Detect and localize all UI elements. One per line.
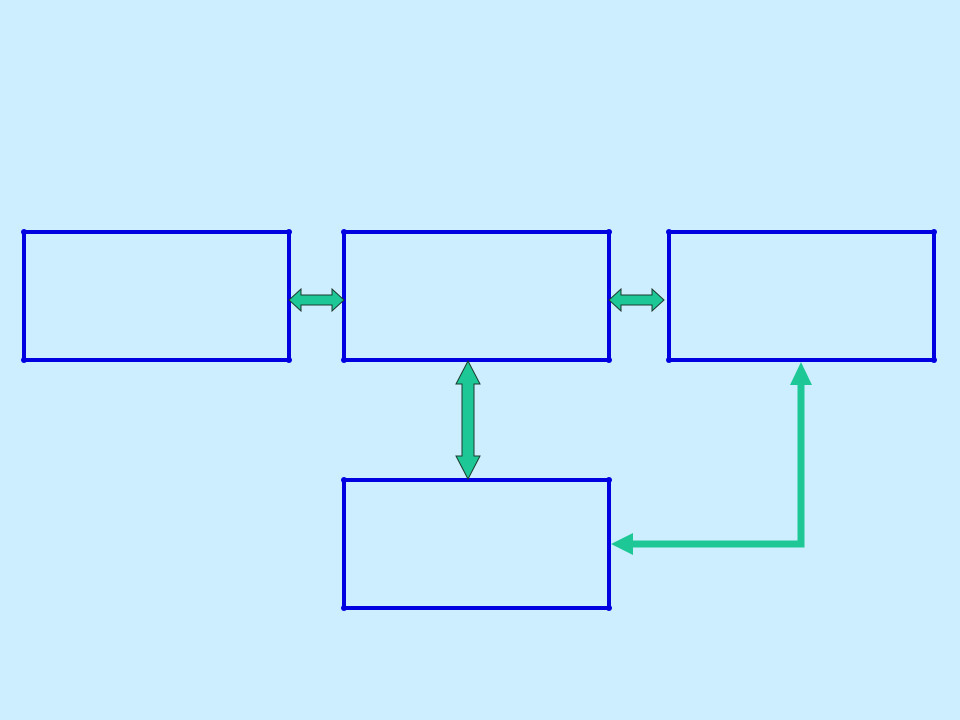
corner-top-left-handle <box>341 229 347 235</box>
box-left[interactable] <box>21 229 292 363</box>
corner-bottom-left-handle <box>666 357 672 363</box>
box-right[interactable] <box>666 229 937 363</box>
corner-bottom-left-handle <box>341 605 347 611</box>
corner-bottom-left-handle <box>21 357 27 363</box>
elbow-connector-bottom-right[interactable] <box>611 362 812 555</box>
corner-top-left-handle <box>21 229 27 235</box>
corner-top-right-handle <box>931 229 937 235</box>
corner-bottom-left-handle <box>341 357 347 363</box>
box-center-corner-handles <box>341 229 612 363</box>
corner-top-left-handle <box>666 229 672 235</box>
corner-bottom-right-handle <box>606 357 612 363</box>
double-arrow-center-right[interactable] <box>608 287 665 313</box>
double-arrow-left-center[interactable] <box>288 287 345 313</box>
corner-bottom-right-handle <box>286 357 292 363</box>
corner-bottom-right-handle <box>606 605 612 611</box>
corner-bottom-right-handle <box>931 357 937 363</box>
elbow-connector-line <box>632 383 805 548</box>
elbow-arrowhead-left <box>611 533 633 555</box>
corner-top-right-handle <box>286 229 292 235</box>
elbow-arrowhead-up <box>790 362 812 385</box>
corner-top-left-handle <box>341 477 347 483</box>
box-bottom-corner-handles <box>341 477 612 611</box>
box-right-corner-handles <box>666 229 937 363</box>
corner-top-right-handle <box>606 477 612 483</box>
corner-top-right-handle <box>606 229 612 235</box>
double-arrow-center-bottom[interactable] <box>455 359 481 481</box>
box-center[interactable] <box>341 229 612 363</box>
box-left-corner-handles <box>21 229 292 363</box>
box-bottom[interactable] <box>341 477 612 611</box>
